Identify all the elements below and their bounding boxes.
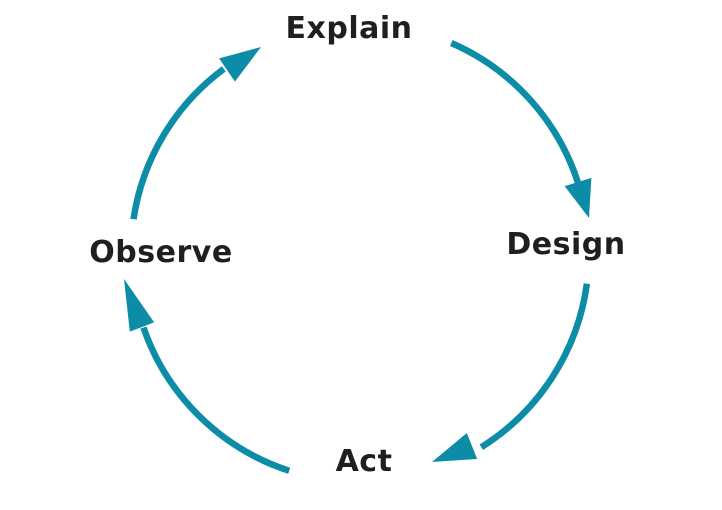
arrowhead-observe-to-explain-icon bbox=[219, 47, 261, 82]
node-label-explain: Explain bbox=[285, 11, 413, 46]
arrowhead-design-to-act-icon bbox=[432, 433, 478, 462]
arrowhead-explain-to-design-icon bbox=[564, 177, 592, 218]
node-label-act: Act bbox=[335, 444, 393, 479]
arrow-observe-to-explain bbox=[130, 66, 226, 220]
node-label-observe: Observe bbox=[89, 235, 233, 270]
node-label-design: Design bbox=[506, 227, 626, 262]
arrowhead-act-to-observe-icon bbox=[124, 279, 155, 332]
arrow-explain-to-design bbox=[450, 40, 582, 186]
arrow-design-to-act bbox=[479, 283, 591, 450]
arrow-act-to-observe bbox=[140, 326, 291, 474]
